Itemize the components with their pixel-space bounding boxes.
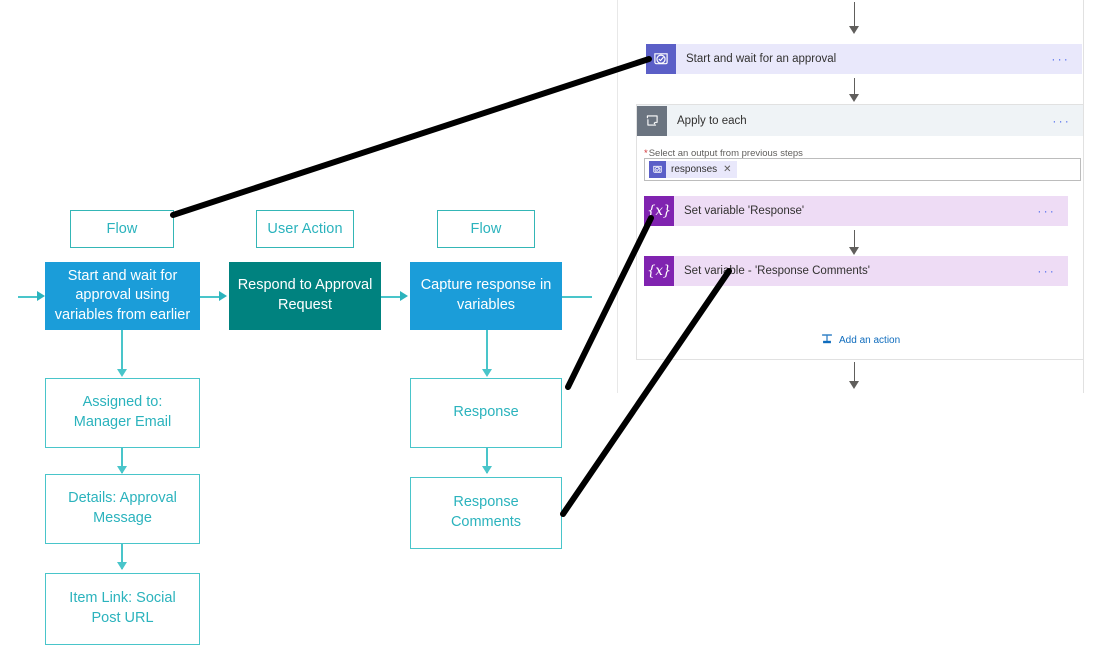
connector-details-to-itemlink-line [121,544,123,569]
scope-menu-button[interactable]: ··· [1052,113,1071,128]
variable-icon: {x} [644,196,674,226]
connector-respond-to-capture-line [381,296,401,298]
connector-details-to-itemlink-arrow [117,562,127,570]
process-label: Start and wait for approval using variab… [54,267,191,323]
variable-icon-glyph: {x} [647,263,671,279]
connector-assigned-to-details-line [121,448,123,473]
action-card-menu-button[interactable]: ··· [1037,204,1056,218]
outbound-connector-line [562,296,592,298]
token-label: responses [671,164,718,175]
action-card-title: Set variable 'Response' [684,205,805,217]
connector-response-to-comments-arrow [482,466,492,474]
category-label-user-action: User Action [256,210,354,248]
output-field-label-text: Select an output from previous steps [648,148,803,159]
detail-assigned-to: Assigned to: Manager Email [45,378,200,448]
action-card-start-and-wait-for-an-approval[interactable]: Start and wait for an approval ··· [646,44,1082,74]
detail-response: Response [410,378,562,448]
foreach-loop-icon [637,105,667,136]
designer-connector-top-line [854,2,856,28]
category-label-text: User Action [267,221,343,237]
action-card-set-variable-response[interactable]: {x} Set variable 'Response' ··· [644,196,1068,226]
designer-connector-between-setvars-line [854,230,856,249]
connector-capture-to-response-arrow [482,369,492,377]
variable-icon: {x} [644,256,674,286]
action-card-title: Set variable - 'Response Comments' [684,265,870,277]
action-card-menu-button[interactable]: ··· [1051,52,1070,66]
action-card-set-variable-response-comments[interactable]: {x} Set variable - 'Response Comments' ·… [644,256,1068,286]
approval-icon [649,161,666,178]
action-card-menu-button[interactable]: ··· [1037,264,1056,278]
annotation-pointer-flow-to-approval [170,56,652,218]
category-label-text: Flow [106,221,138,237]
connector-start-to-respond-arrow [219,291,227,301]
connector-capture-to-response-line [486,330,488,370]
detail-details-approval-message: Details: Approval Message [45,474,200,544]
connector-assigned-to-details-arrow [117,466,127,474]
scope-header-apply-to-each[interactable]: Apply to each ··· [636,104,1084,136]
add-action-label: Add an action [839,335,901,346]
approval-icon [646,44,676,74]
inbound-connector-line [18,296,38,298]
add-action-icon [820,332,834,349]
detail-response-comments: Response Comments [410,477,562,549]
connector-start-to-respond-line [200,296,220,298]
process-respond-to-approval: Respond to Approval Request [229,262,381,330]
designer-connector-top-arrow [849,26,859,34]
process-label: Capture response in variables [420,277,552,313]
designer-connector-to-scope-arrow [849,94,859,102]
process-capture-response: Capture response in variables [410,262,562,330]
connector-respond-to-capture-arrow [400,291,408,301]
inbound-connector-arrow [37,291,45,301]
detail-label: Details: Approval Message [68,490,177,526]
detail-label: Response Comments [450,494,522,530]
detail-label: Assigned to: Manager Email [73,394,172,430]
connector-start-to-assigned-arrow [117,369,127,377]
category-label-flow-2: Flow [437,210,535,248]
designer-connector-between-setvars-arrow [849,247,859,255]
add-an-action-button[interactable]: Add an action [820,332,900,349]
category-label-text: Flow [470,221,502,237]
designer-connector-bottom-arrow [849,381,859,389]
token-responses[interactable]: responses ✕ [649,161,737,178]
scope-title: Apply to each [677,114,747,127]
action-card-title: Start and wait for an approval [686,53,837,65]
category-label-flow-1: Flow [70,210,174,248]
process-label: Respond to Approval Request [237,277,373,313]
detail-label: Item Link: Social Post URL [69,590,176,626]
process-start-and-wait: Start and wait for approval using variab… [45,262,200,330]
output-field-input[interactable]: responses ✕ [644,158,1081,181]
connector-response-to-comments-line [486,448,488,473]
designer-connector-bottom-line [854,362,856,382]
variable-icon-glyph: {x} [647,203,671,219]
token-remove-icon[interactable]: ✕ [723,164,732,175]
designer-connector-to-scope-line [854,78,856,96]
detail-item-link: Item Link: Social Post URL [45,573,200,645]
scope-container-apply-to-each [636,104,1084,360]
detail-label: Response [453,404,519,421]
flow-designer-panel: Start and wait for an approval ··· Apply… [617,0,1084,393]
connector-start-to-assigned-line [121,330,123,370]
